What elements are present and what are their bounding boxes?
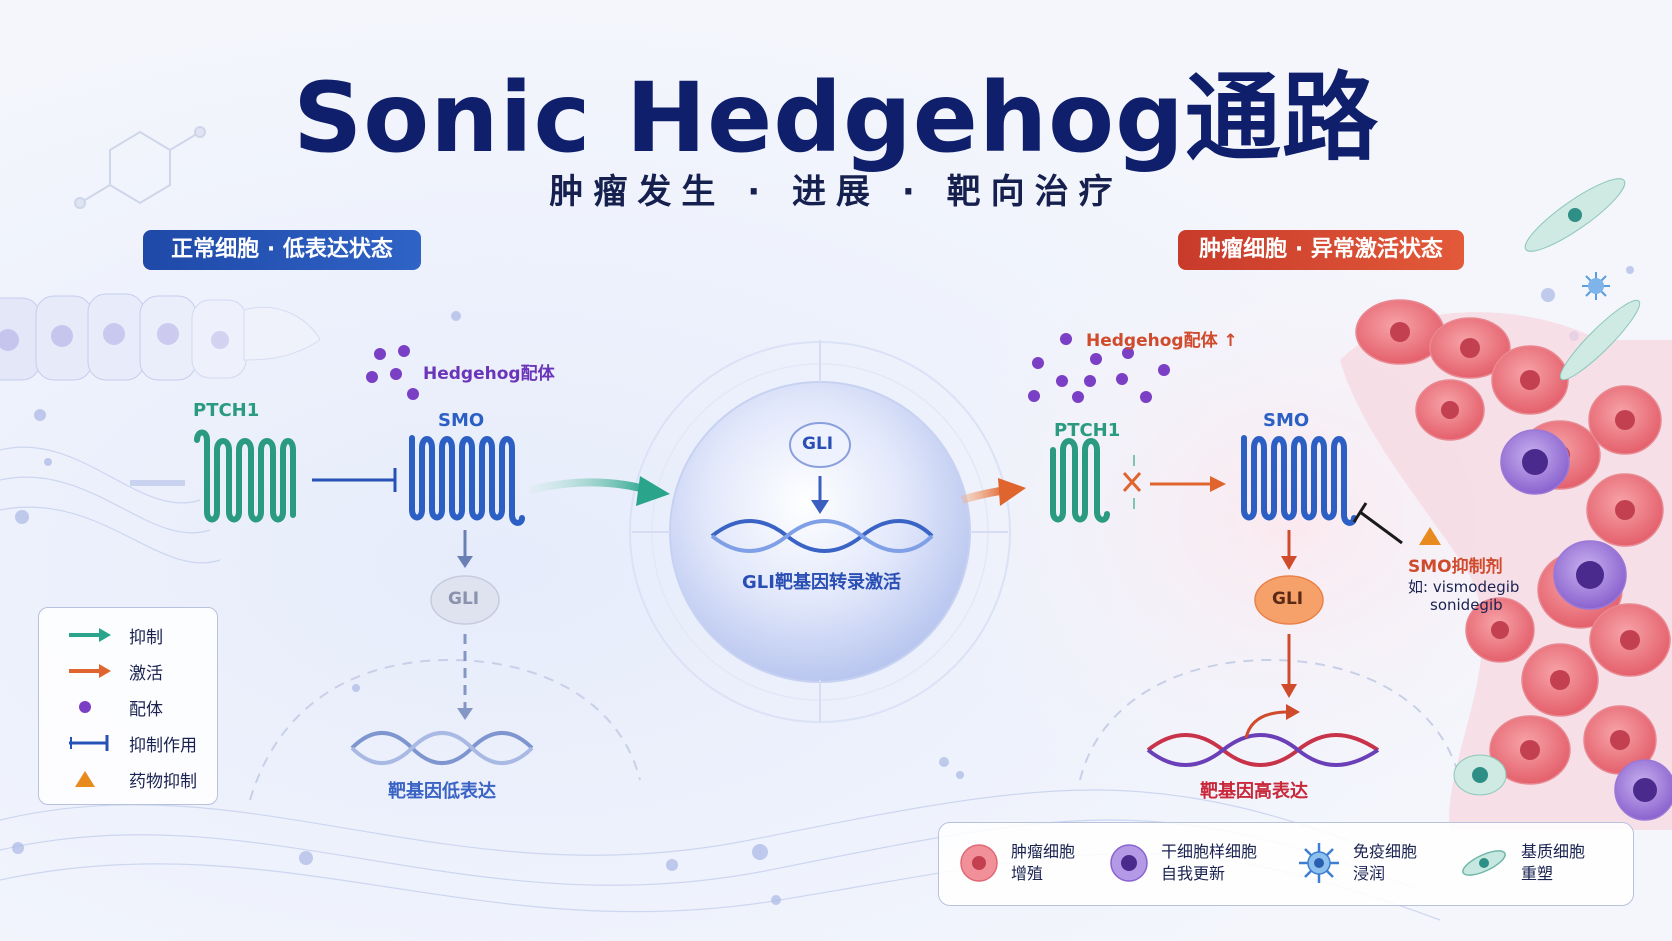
target-gene-high-label: 靶基因高表达	[1200, 781, 1308, 802]
cell-legend-line2: 浸润	[1353, 864, 1386, 883]
legend-item-purple-dot: 配体	[67, 694, 163, 720]
legend-label: 药物抑制	[129, 771, 197, 792]
ptch1-label-right: PTCH1	[1054, 420, 1121, 441]
smo-receptor-right	[1241, 435, 1357, 526]
ptch1-receptor-left	[194, 429, 296, 523]
stromal-cell-icon	[1462, 850, 1506, 876]
smo-label-right: SMO	[1263, 410, 1310, 431]
blunt-line-icon	[69, 735, 109, 751]
legend-label: 抑制作用	[129, 735, 197, 756]
legend-item-orange-triangle: 药物抑制	[67, 766, 197, 792]
page-subtitle: 肿瘤发生 · 进展 · 靶向治疗	[549, 172, 1123, 212]
gli-label-right: GLI	[1272, 589, 1304, 609]
ptch1-label-left: PTCH1	[193, 400, 260, 421]
stem-cell-icon	[1110, 844, 1148, 882]
orange-arrow-icon	[69, 664, 111, 678]
legend-item-blunt-line: 抑制作用	[67, 730, 197, 756]
legend-item-teal-arrow: 抑制	[67, 622, 163, 648]
normal-state-badge: 正常细胞 · 低表达状态	[143, 230, 421, 270]
dna-helix-center	[710, 519, 934, 553]
gli-label-left: GLI	[448, 589, 480, 609]
smo-receptor-left	[409, 435, 525, 526]
drug-example-1: 如: vismodegib	[1408, 578, 1520, 596]
cell-legend-line1: 干细胞样细胞	[1161, 842, 1258, 861]
gli-transcription-label: GLI靶基因转录激活	[742, 572, 901, 593]
cell-legend-line1: 肿瘤细胞	[1011, 842, 1076, 861]
symbol-legend: 抑制 激活 配体 抑制作用 药物抑制	[38, 607, 218, 805]
legend-label: 配体	[129, 699, 163, 720]
dna-helix-right	[1146, 733, 1380, 767]
ligand-label-right: Hedgehog配体 ↑	[1086, 331, 1238, 351]
dna-helix-left	[350, 731, 534, 765]
page-title: Sonic Hedgehog通路	[293, 62, 1379, 174]
cell-type-legend: 肿瘤细胞增殖 干细胞样细胞自我更新 免疫细胞浸润 基质细胞重塑	[938, 822, 1634, 906]
legend-item-orange-arrow: 激活	[67, 658, 163, 684]
cell-legend-item-tumor: 肿瘤细胞增殖	[959, 833, 1075, 893]
immune-cell-icon	[1299, 843, 1339, 883]
cell-legend-line1: 免疫细胞	[1353, 842, 1418, 861]
orange-triangle-icon	[75, 771, 95, 787]
legend-label: 抑制	[129, 627, 163, 648]
ptch1-receptor-right	[1050, 438, 1110, 523]
smo-label-left: SMO	[438, 410, 485, 431]
smo-inhibitor-label: SMO抑制剂	[1408, 557, 1503, 577]
ligand-label-left: Hedgehog配体	[423, 364, 555, 384]
tumor-state-badge: 肿瘤细胞 · 异常激活状态	[1178, 230, 1464, 270]
cell-legend-line2: 增殖	[1011, 864, 1044, 883]
target-gene-low-label: 靶基因低表达	[388, 781, 496, 802]
legend-label: 激活	[129, 663, 163, 684]
cell-legend-line2: 自我更新	[1161, 864, 1226, 883]
cell-legend-line1: 基质细胞	[1521, 842, 1586, 861]
drug-example-2: sonidegib	[1430, 596, 1503, 614]
cell-legend-item-stromal: 基质细胞重塑	[1459, 833, 1585, 893]
gli-label-center: GLI	[802, 434, 834, 454]
cell-legend-item-immune: 免疫细胞浸润	[1297, 833, 1417, 893]
tumor-cell-icon	[960, 844, 998, 882]
cell-legend-line2: 重塑	[1521, 864, 1554, 883]
purple-dot-icon	[79, 701, 91, 713]
cell-legend-item-stem: 干细胞样细胞自我更新	[1109, 833, 1257, 893]
teal-arrow-icon	[69, 628, 111, 642]
